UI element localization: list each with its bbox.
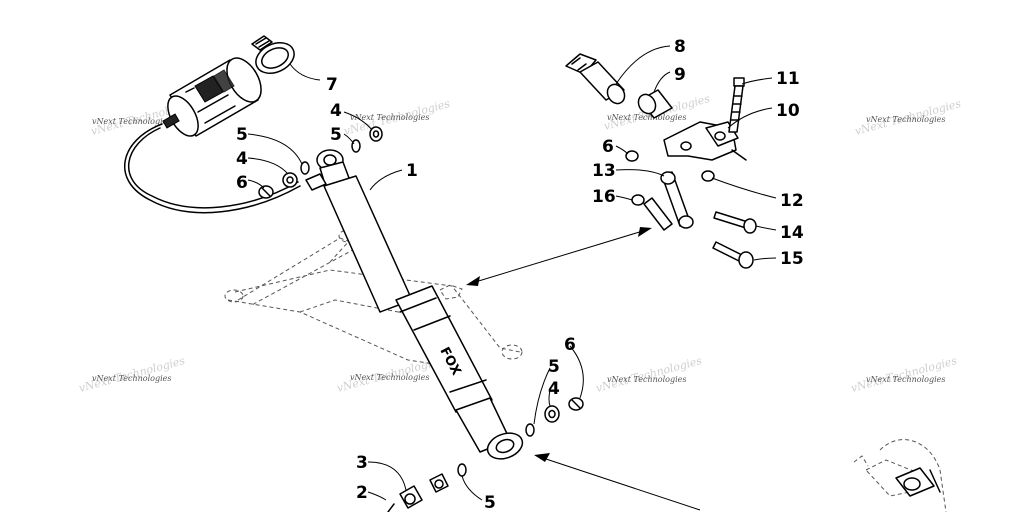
callout-12: 12 [780, 191, 804, 211]
washer-5-bottom [457, 463, 467, 477]
reference-arrows [466, 227, 701, 511]
leader-lines [247, 45, 777, 501]
callout-4-top: 4 [330, 101, 342, 121]
callout-4-left: 4 [236, 149, 248, 169]
callout-11: 11 [776, 69, 800, 89]
lower-hardware-left [387, 463, 467, 512]
callout-5-bottom: 5 [484, 493, 496, 512]
bushing-3 [399, 485, 423, 509]
knuckle-partial [853, 439, 947, 512]
callout-7: 7 [326, 75, 338, 95]
nut-6-right [625, 150, 639, 162]
link-rod-13 [660, 171, 694, 229]
sensor-plug [565, 53, 626, 105]
callout-6-bottom: 6 [564, 335, 576, 355]
callout-1: 1 [406, 161, 418, 181]
watermark: vNext Technologies [92, 374, 171, 383]
callout-5-top: 5 [330, 125, 342, 145]
reservoir-assembly [123, 35, 301, 214]
callout-8: 8 [674, 37, 686, 57]
callout-15: 15 [780, 249, 804, 269]
reservoir-hose-inner [127, 127, 299, 209]
bolt-11 [728, 77, 745, 133]
washer-5-left [300, 161, 310, 175]
callout-5-mid: 5 [548, 357, 560, 377]
callout-2: 2 [356, 483, 368, 503]
bolt-14 [713, 211, 757, 234]
bushing-4-top [369, 126, 383, 142]
linkage-assembly [565, 53, 757, 269]
callout-6-right: 6 [602, 137, 614, 157]
upper-hardware-left [258, 161, 310, 199]
callout-5-left: 5 [236, 125, 248, 145]
watermark: vNext Technologies [866, 375, 945, 384]
washer-5-mid [525, 423, 535, 437]
watermark: vNext Technologies [92, 117, 171, 126]
callout-3: 3 [356, 453, 368, 473]
shock-absorber: FOX [305, 149, 524, 460]
reservoir-canister [162, 57, 262, 137]
callout-16: 16 [592, 187, 616, 207]
nut-16 [631, 194, 645, 206]
callout-10: 10 [776, 101, 800, 121]
spacer-2 [429, 473, 449, 493]
nut-12 [701, 170, 715, 182]
callout-13: 13 [592, 161, 616, 181]
reservoir-hose [123, 123, 301, 214]
watermark: vNext Technologies [350, 373, 429, 382]
lower-hardware-right [525, 397, 584, 437]
bushing-9 [637, 89, 673, 119]
bushing-4-left [282, 172, 298, 188]
callout-9: 9 [674, 65, 686, 85]
hose-clamp [251, 35, 295, 74]
watermark: vNext Technologies [350, 113, 429, 122]
callout-14: 14 [780, 223, 804, 243]
upper-hardware-right [351, 126, 383, 153]
link-lower [643, 197, 673, 231]
watermark: vNext Technologies [607, 113, 686, 122]
a-arm-outline [224, 229, 523, 369]
watermark-layer: vNext Technologies vNext Technologies vN… [77, 92, 962, 395]
callout-4-bottom: 4 [548, 379, 560, 399]
watermark: vNext Technologies [866, 115, 945, 124]
washer-5-top [351, 139, 361, 153]
watermark: vNext Technologies [607, 375, 686, 384]
bolt-15 [712, 241, 754, 269]
callout-6-left: 6 [236, 173, 248, 193]
callouts: 1 2 3 4 4 4 5 5 5 5 6 6 6 7 8 9 10 11 12… [236, 37, 804, 512]
bushing-4-bottom [544, 405, 560, 423]
